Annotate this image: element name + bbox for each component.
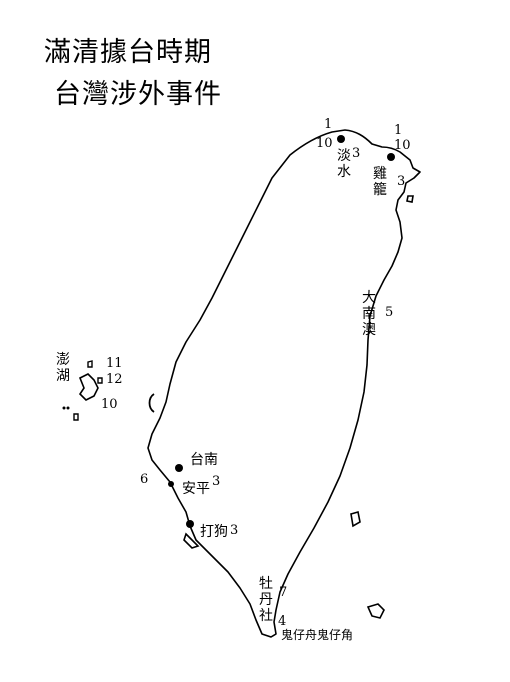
green-island — [350, 510, 361, 528]
guizai-label: 鬼仔舟鬼仔角 — [281, 628, 354, 642]
anping-marker — [168, 481, 174, 487]
penghu-number-3: 10 — [101, 397, 118, 412]
penghu-south-islet — [73, 413, 79, 421]
penghu-north-islet — [87, 360, 93, 368]
keelung-marker — [387, 153, 395, 161]
map-title-line1: 滿清據台時期 — [44, 37, 212, 68]
mudan-number: 7 — [279, 585, 288, 600]
taiwan-island-outline — [147, 129, 421, 638]
south-number: 4 — [278, 614, 287, 629]
danan-number: 5 — [385, 305, 394, 320]
dagou-number: 3 — [230, 523, 239, 538]
keelung-islet — [406, 195, 414, 203]
tainan-marker — [175, 464, 183, 472]
anping-number: 3 — [212, 474, 221, 489]
dagou-label: 打狗 — [200, 524, 228, 540]
penghu-number-2: 12 — [106, 372, 123, 387]
keelung-number-top: 1 — [394, 123, 403, 138]
penghu-number-1: 11 — [106, 356, 123, 371]
tamsui-number-top: 1 — [324, 117, 333, 132]
map-title-line2: 台灣涉外事件 — [54, 79, 222, 110]
penghu-label: 澎湖 — [56, 352, 70, 384]
tamsui-number-left: 10 — [316, 136, 333, 151]
keelung-number-mid: 10 — [394, 138, 411, 153]
keelung-number-right: 3 — [397, 174, 406, 189]
liuqiu-island — [183, 532, 200, 549]
tamsui-number-right: 3 — [352, 146, 361, 161]
keelung-label: 雞籠 — [373, 166, 387, 198]
penghu-dot — [66, 406, 70, 410]
danan-label: 大南澳 — [362, 290, 376, 338]
mudan-label: 牡丹社 — [259, 576, 273, 624]
tamsui-marker — [337, 135, 345, 143]
dagou-marker — [186, 520, 194, 528]
tainan-number-left: 6 — [140, 472, 149, 487]
anping-label: 安平 — [182, 481, 210, 497]
tainan-label: 台南 — [190, 452, 218, 468]
penghu-islet — [97, 377, 103, 384]
orchid-island — [366, 603, 385, 619]
tamsui-label: 淡水 — [337, 148, 351, 180]
crescent-islet — [148, 393, 155, 413]
penghu-dot — [62, 406, 66, 410]
penghu-main-island — [78, 373, 99, 401]
